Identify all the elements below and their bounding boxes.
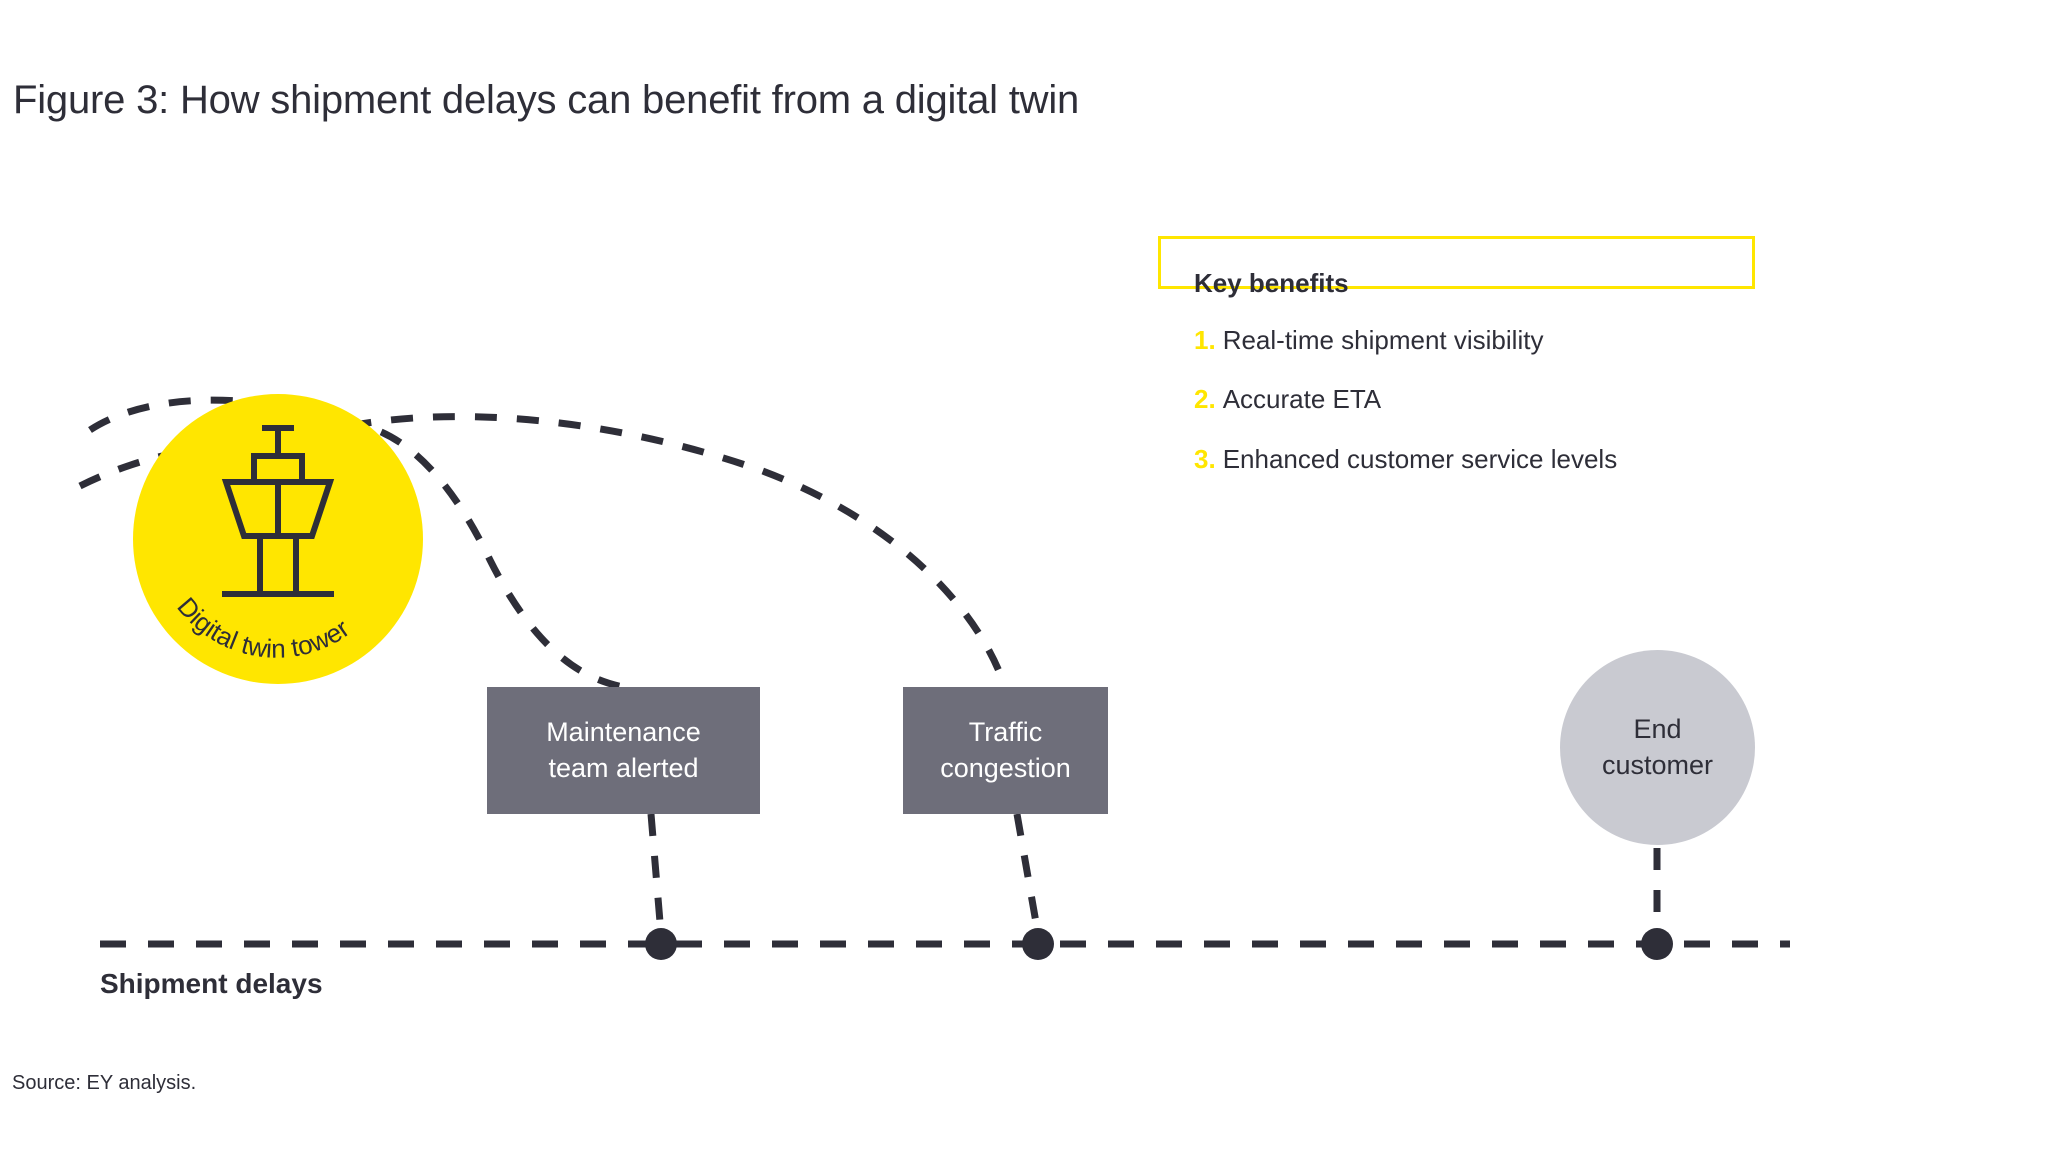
event-box-traffic-congestion[interactable]: Traffic congestion (903, 687, 1108, 814)
event-box-label: Traffic congestion (940, 715, 1071, 786)
end-customer-label-line-2: customer (1601, 749, 1714, 780)
end-customer-label-line-1: End (1633, 713, 1682, 744)
event-box-label: Maintenance team alerted (546, 715, 701, 786)
tower-arc-label: Digital twin tower (171, 591, 355, 663)
dashed-connector-traffic (1013, 813, 1042, 935)
dashed-arc-tail-upper (88, 396, 251, 433)
key-benefit-label: Accurate ETA (1222, 384, 1382, 415)
digital-twin-tower-node[interactable]: Digital twin tower (133, 394, 423, 684)
key-benefit-number: 2. (1194, 384, 1216, 415)
dashed-connector-maintenance (647, 813, 665, 935)
key-benefits-box-frame (1158, 236, 1755, 289)
event-box-label-line-2: congestion (940, 752, 1071, 783)
timeline-marker-dot (1641, 928, 1673, 960)
key-benefit-item: 2.Accurate ETA (1194, 385, 1723, 415)
event-box-label-line-1: Traffic (968, 716, 1043, 747)
key-benefit-item: 1.Real-time shipment visibility (1194, 324, 1723, 356)
end-customer-label: End customer (1602, 712, 1713, 783)
key-benefit-label: Enhanced customer service levels (1222, 444, 1618, 475)
end-customer-node[interactable]: End customer (1560, 650, 1755, 845)
key-benefits-box: Key benefits 1.Real-time shipment visibi… (1158, 236, 1759, 505)
source-note: Source: EY analysis. (12, 1072, 197, 1094)
dashed-arc-tower-to-traffic (268, 413, 1009, 689)
svg-text:Digital twin tower: Digital twin tower (171, 591, 355, 663)
page-title: Figure 3: How shipment delays can benefi… (13, 78, 1080, 122)
event-box-label-line-1: Maintenance (546, 716, 701, 747)
timeline-marker-dot (1022, 928, 1054, 960)
event-box-label-line-2: team alerted (548, 752, 699, 783)
key-benefit-item: 3.Enhanced customer service levels (1194, 444, 1723, 475)
key-benefit-number: 1. (1194, 324, 1216, 355)
timeline-marker-dot (645, 928, 677, 960)
control-tower-icon (221, 425, 335, 597)
key-benefits-heading: Key benefits (1194, 268, 1349, 298)
timeline-axis-label: Shipment delays (100, 968, 323, 999)
tower-arc-label-text: Digital twin tower (171, 591, 355, 663)
key-benefit-label: Real-time shipment visibility (1222, 324, 1544, 355)
event-box-maintenance-team-alerted[interactable]: Maintenance team alerted (487, 687, 760, 814)
key-benefit-number: 3. (1194, 444, 1216, 475)
